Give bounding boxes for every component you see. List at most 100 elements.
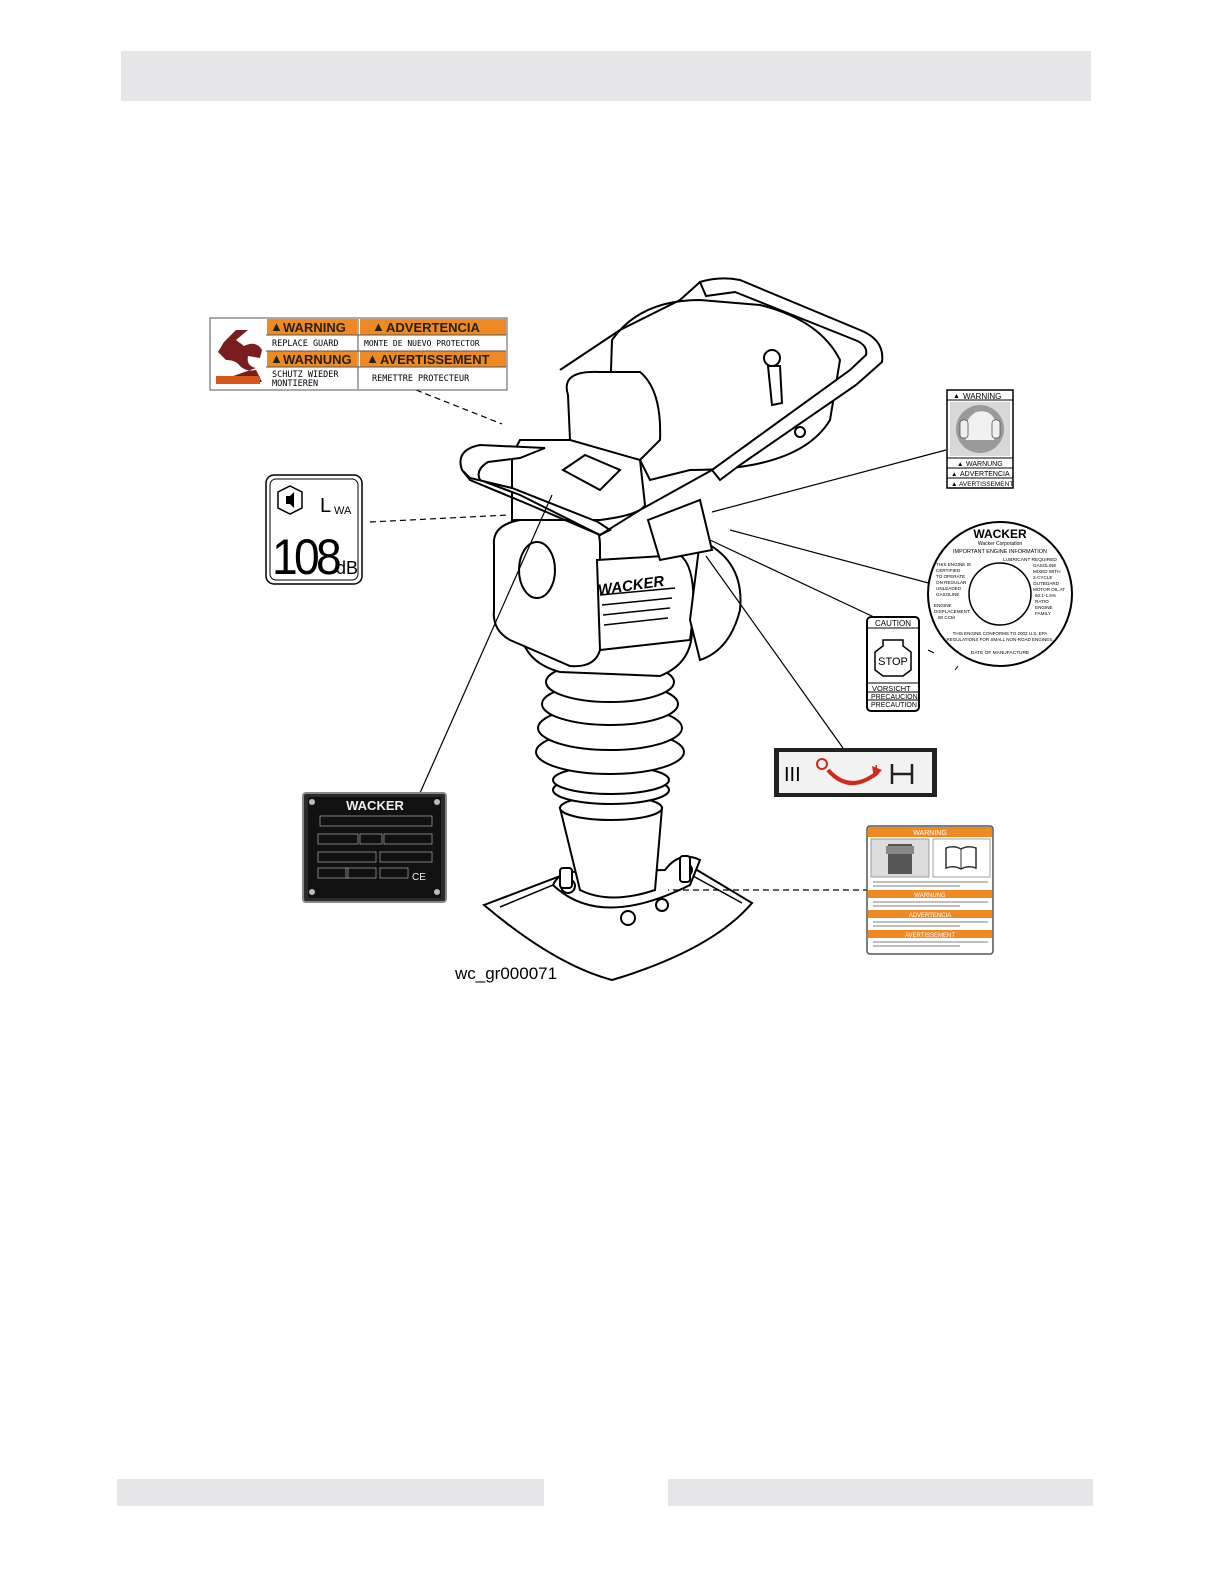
idle-icon — [890, 764, 914, 784]
decal-throttle: III I — [774, 748, 937, 797]
decal-caution-stop: CAUTION STOP VORSICHT PRECAUCION PRECAUT… — [866, 616, 959, 712]
bolt — [620, 910, 636, 926]
stop-text: STOP — [878, 656, 908, 668]
decal-ear-protection: ▲ WARNING ▲ WARNUNG ▲ ADVERTENCIA ▲ AVER… — [946, 389, 1014, 489]
decal-replace-guard: ▲ WARNING ▲ ADVERTENCIA REPLACE GUARD MO… — [209, 317, 508, 391]
footer-left-bar — [117, 1479, 544, 1506]
svg-text:▲: ▲ — [951, 471, 957, 478]
throttle-fast-label: III — [784, 764, 801, 786]
stop-switch-housing — [646, 498, 714, 562]
svg-text:GASOLINE: GASOLINE — [1033, 563, 1057, 568]
fuel-cap — [561, 453, 622, 492]
base-shoe — [482, 868, 754, 982]
engine-date: DATE OF MANUFACTURE — [971, 650, 1029, 656]
label-advertencia: ADVERTENCIA — [386, 320, 481, 335]
svg-text:UNLEADED: UNLEADED — [936, 586, 962, 591]
label-warning: WARNING — [283, 320, 346, 335]
stop-precaution: PRECAUTION — [871, 702, 917, 709]
label-replace-guard: REPLACE GUARD — [272, 339, 339, 349]
engine-lubricant: LUBRICANT REQUIRED — [1003, 557, 1057, 563]
svg-text:ENGINE: ENGINE — [1035, 605, 1053, 610]
side-cover — [595, 553, 695, 652]
ear-warning: WARNING — [963, 392, 1001, 401]
hand-hazard-icon — [216, 330, 262, 382]
svg-text:ON REGULAR: ON REGULAR — [936, 580, 967, 585]
throttle-knob — [763, 349, 781, 367]
engine-label-center — [968, 562, 1032, 626]
rammer-machine — [459, 277, 884, 982]
svg-text:MOTOR OIL AT: MOTOR OIL AT — [1033, 587, 1065, 592]
svg-text:▲: ▲ — [951, 481, 957, 488]
svg-text:MIXED WITH: MIXED WITH — [1033, 569, 1061, 574]
ear-warnung: WARNUNG — [966, 461, 1003, 468]
label-monte-protector: MONTE DE NUEVO PROTECTOR — [364, 339, 480, 348]
noise-unit: dB — [336, 558, 358, 578]
noise-value: 108 — [272, 529, 340, 585]
svg-text:▲: ▲ — [957, 461, 963, 468]
manual-advertencia: ADVERTENCIA — [909, 913, 952, 919]
footer-right-bar — [668, 1479, 1093, 1506]
engine-subtitle: Wacker Corporation — [978, 541, 1022, 547]
decal-nameplate: WACKER CE — [302, 792, 447, 903]
stop-precaucion: PRECAUCION — [871, 694, 918, 701]
plate-ce-mark: CE — [412, 872, 426, 883]
manual-book-icon — [945, 845, 977, 870]
stop-sign-icon — [874, 639, 912, 677]
manual-warnung: WARNUNG — [914, 893, 946, 899]
carburetor-area — [688, 538, 742, 662]
guide-handle-rear — [698, 277, 884, 482]
svg-text:2-CYCLE: 2-CYCLE — [1033, 575, 1052, 580]
label-montieren: MONTIEREN — [272, 379, 318, 389]
ear-avertissement: AVERTISSEMENT — [959, 481, 1013, 488]
leader-lines — [369, 389, 947, 891]
plate-brand: WACKER — [346, 798, 404, 813]
svg-text:▲: ▲ — [372, 319, 385, 334]
svg-text:▲: ▲ — [366, 351, 379, 366]
manual-avertissement: AVERTISSEMENT — [905, 933, 955, 939]
stop-caution: CAUTION — [875, 619, 911, 628]
svg-text:80 CCM: 80 CCM — [938, 615, 955, 620]
svg-text:OUTBOARD: OUTBOARD — [1033, 581, 1060, 586]
bolt — [655, 898, 669, 912]
throttle-start-dot — [816, 758, 828, 770]
lift-handle-base — [565, 370, 662, 462]
engine-left-text: THIS ENGINE IS CERTIFIED TO OPERATE ON R… — [934, 562, 971, 620]
engine-brand: WACKER — [973, 527, 1027, 541]
engine-title: IMPORTANT ENGINE INFORMATION — [953, 549, 1047, 555]
svg-text:▲: ▲ — [953, 393, 960, 400]
speaker-icon — [277, 485, 303, 515]
manual-warning: WARNING — [913, 830, 947, 837]
svg-text:▲: ▲ — [270, 319, 283, 334]
svg-text:DISPLACEMENT:: DISPLACEMENT: — [934, 609, 971, 614]
throttle-arrow — [826, 768, 880, 785]
label-avertissement: AVERTISSEMENT — [380, 352, 490, 367]
svg-text:ENGINE: ENGINE — [934, 603, 952, 608]
label-remettre: REMETTRE PROTECTEUR — [372, 374, 470, 384]
wacker-logo-badge — [518, 541, 556, 599]
engine-footer-2: REGULATIONS FOR SMALL NON-ROAD ENGINES. — [946, 637, 1053, 642]
engine-footer-1: THIS ENGINE CONFORMS TO 2003 U.S. EPA — [953, 631, 1048, 636]
decal-engine-information: WACKER Wacker Corporation IMPORTANT ENGI… — [927, 521, 1073, 667]
svg-text:THIS ENGINE IS: THIS ENGINE IS — [936, 562, 971, 567]
decal-noise-level: L WA 108 dB — [265, 474, 363, 585]
label-warnung: WARNUNG — [283, 352, 352, 367]
svg-text:▲: ▲ — [270, 351, 283, 366]
throttle-slow-label: I — [874, 763, 878, 780]
figure-id: wc_gr000071 — [455, 964, 558, 983]
svg-text:TO OPERATE: TO OPERATE — [936, 574, 965, 579]
svg-text:GASOLINE: GASOLINE — [936, 592, 960, 597]
svg-text:50:1-1.5%: 50:1-1.5% — [1035, 593, 1056, 598]
lower-cylinder — [558, 807, 664, 899]
lwa-label: L — [320, 495, 331, 517]
ear-advertencia: ADVERTENCIA — [960, 471, 1010, 478]
throttle-lever — [766, 365, 784, 407]
svg-text:WA: WA — [334, 505, 352, 517]
engine-right-text: GASOLINE MIXED WITH 2-CYCLE OUTBOARD MOT… — [1033, 563, 1065, 616]
svg-text:CERTIFIED: CERTIFIED — [936, 568, 961, 573]
svg-text:RATIO: RATIO — [1035, 599, 1049, 604]
decal-read-manual: WARNING WARNUNG ADVERTENCIA AVERTISSEMEN… — [866, 825, 994, 955]
stop-vorsicht: VORSICHT — [872, 684, 911, 693]
svg-text:FAMILY: FAMILY — [1035, 611, 1051, 616]
header-bar — [121, 51, 1091, 101]
